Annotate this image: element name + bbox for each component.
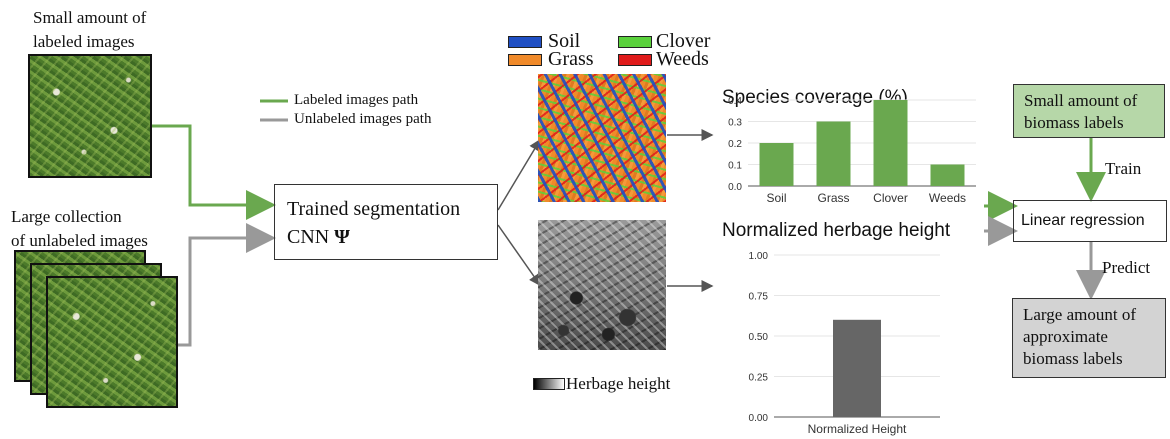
- labeled-caption-line2: labeled images: [33, 32, 135, 51]
- unlabeled-path-arrow: [178, 223, 276, 347]
- bar-soil: [759, 143, 794, 186]
- biomass-labels-box: Small amount of biomass labels: [1013, 84, 1165, 138]
- cnn-to-segmentation-arrow: [497, 138, 541, 211]
- segmentation-legend: Soil Clover Grass Weeds: [508, 30, 723, 70]
- unlabeled-images-caption: Large collection of unlabeled images: [11, 205, 201, 253]
- herbage-height-legend-label: Herbage height: [566, 374, 671, 393]
- bar-clover: [873, 100, 908, 186]
- bar-grass: [816, 121, 851, 186]
- cnn-to-height-arrow: [497, 224, 541, 287]
- y-tick-label: 0.3: [728, 118, 742, 129]
- clover-label: Clover: [656, 30, 711, 52]
- linear-regression-label: Linear regression: [1021, 212, 1145, 229]
- y-tick-label: 0.4: [728, 96, 742, 107]
- grass-label: Grass: [548, 48, 594, 70]
- segmentation-cnn-box: Trained segmentation CNN Ψ: [274, 184, 498, 260]
- y-tick-label: 0.25: [749, 373, 769, 384]
- y-tick-label: 0.1: [728, 161, 742, 172]
- labeled-caption-line1: Small amount of: [33, 8, 147, 27]
- herbage-height-image: [538, 220, 666, 350]
- approx-box-line1: Large amount of: [1023, 305, 1136, 324]
- clover-swatch: [618, 36, 652, 48]
- predict-label: Predict: [1102, 258, 1151, 277]
- approx-box-line2: approximate: [1023, 327, 1108, 346]
- x-tick-label: Soil: [766, 191, 786, 205]
- cnn-box-label: CNN: [287, 226, 330, 248]
- unlabeled-caption-line2: of unlabeled images: [11, 231, 148, 250]
- unlabeled-caption-line1: Large collection: [11, 207, 122, 226]
- approx-box-line3: biomass labels: [1023, 349, 1123, 368]
- y-tick-label: 0.75: [749, 292, 769, 303]
- herbage-height-title: Normalized herbage height: [722, 220, 951, 241]
- y-tick-label: 0.0: [728, 182, 742, 193]
- labeled-grass-image: [28, 54, 152, 178]
- species-coverage-title: Species coverage (%): [722, 87, 908, 108]
- biomass-box-line2: biomass labels: [1024, 113, 1124, 132]
- unlabeled-path-legend: Unlabeled images path: [294, 111, 432, 127]
- weeds-label: Weeds: [656, 48, 709, 70]
- weeds-swatch: [618, 54, 652, 66]
- bar-weeds: [930, 164, 965, 186]
- approximate-labels-box: Large amount of approximate biomass labe…: [1012, 298, 1166, 378]
- x-tick-label: Grass: [817, 191, 849, 205]
- biomass-box-line1: Small amount of: [1024, 91, 1138, 110]
- soil-swatch: [508, 36, 542, 48]
- y-tick-label: 0.00: [749, 413, 769, 424]
- grass-swatch: [508, 54, 542, 66]
- soil-label: Soil: [548, 30, 581, 52]
- herbage-height-gradient-swatch: [533, 378, 565, 390]
- bar-normalized-height: [833, 319, 881, 417]
- train-label: Train: [1105, 159, 1142, 178]
- y-tick-label: 0.50: [749, 332, 769, 343]
- y-tick-label: 0.2: [728, 139, 742, 150]
- x-tick-label: Weeds: [929, 191, 966, 205]
- labeled-images-caption: Small amount of labeled images: [33, 6, 193, 54]
- y-tick-label: 1.00: [749, 251, 769, 262]
- unlabeled-grass-image-front: [46, 276, 178, 408]
- psi-symbol: Ψ: [334, 226, 350, 248]
- x-tick-label: Clover: [873, 191, 908, 205]
- segmentation-map-image: [538, 74, 666, 202]
- cnn-box-line2: CNN Ψ: [287, 223, 485, 251]
- labeled-path-legend: Labeled images path: [294, 92, 419, 108]
- linear-regression-box: Linear regression: [1013, 200, 1167, 242]
- cnn-box-line1: Trained segmentation: [287, 198, 461, 220]
- x-tick-label: Normalized Height: [808, 422, 907, 436]
- labeled-path-arrow: [152, 124, 276, 220]
